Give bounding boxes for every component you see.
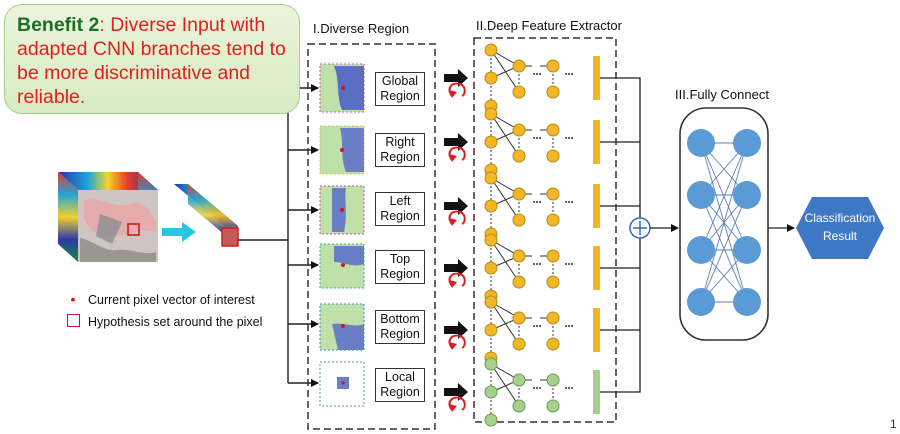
branch-arrow-global xyxy=(444,69,468,98)
branch-connectors xyxy=(238,84,319,387)
region-thumb-bottom xyxy=(319,303,365,351)
sum-node-icon xyxy=(629,217,651,239)
callout-title: Benefit 2 xyxy=(17,14,100,36)
legend-hypothesis-text: Hypothesis set around the pixel xyxy=(88,315,263,329)
feature-branch-top xyxy=(484,233,600,303)
feature-extractor-columns xyxy=(484,43,600,427)
branch-input-arrows xyxy=(444,69,468,412)
fc-node xyxy=(733,181,761,209)
feature-branch-global xyxy=(484,43,600,113)
merge-connectors xyxy=(600,77,641,393)
feature-extractor-box xyxy=(473,37,617,423)
pixel-vector-bar xyxy=(174,184,239,247)
cyan-arrow-icon xyxy=(162,222,196,242)
section-label-diverse-region: I.Diverse Region xyxy=(313,21,409,36)
section-label-fully-connect: III.Fully Connect xyxy=(675,87,769,102)
legend-pixel-text: Current pixel vector of interest xyxy=(88,293,255,307)
feature-branch-bottom xyxy=(484,295,600,365)
legend-hypothesis: Hypothesis set around the pixel xyxy=(62,314,262,329)
red-dot-icon: • xyxy=(70,291,76,307)
region-thumb-top xyxy=(319,243,365,289)
region-thumb-global xyxy=(319,63,365,113)
fc-node xyxy=(733,129,761,157)
fc-node xyxy=(687,129,715,157)
fc-node xyxy=(733,236,761,264)
callout-lead: Diverse Input with xyxy=(104,14,266,36)
hyperspectral-cube xyxy=(58,172,158,262)
output-label-line1: Classification xyxy=(805,211,876,225)
feature-branch-local xyxy=(484,357,600,427)
feature-vector-bar xyxy=(593,370,600,414)
diverse-region-box xyxy=(307,43,436,430)
output-label-line2: Result xyxy=(823,229,858,243)
feature-branch-right xyxy=(484,107,600,177)
callout-colon: : xyxy=(99,14,105,36)
legend-pixel: • Current pixel vector of interest xyxy=(62,291,255,307)
region-thumb-left xyxy=(319,185,365,235)
page-number: 1 xyxy=(890,417,897,431)
feature-vector-bar xyxy=(593,246,600,290)
branch-arrow-local xyxy=(444,383,468,412)
region-thumbnails xyxy=(319,63,365,407)
feature-vector-bar xyxy=(593,56,600,100)
classification-result-shape xyxy=(796,197,884,259)
feature-vector-bar xyxy=(593,184,600,228)
fully-connect-network xyxy=(687,129,761,316)
branch-arrow-left xyxy=(444,197,468,226)
red-square-icon xyxy=(62,314,84,329)
feature-vector-bar xyxy=(593,308,600,352)
section-label-deep-feature: II.Deep Feature Extractor xyxy=(476,18,623,33)
branch-arrow-bottom xyxy=(444,321,468,350)
feature-branch-left xyxy=(484,171,600,241)
branch-arrow-top xyxy=(444,259,468,288)
fc-node xyxy=(733,288,761,316)
branch-arrow-right xyxy=(444,133,468,162)
fc-node xyxy=(687,236,715,264)
callout-body: adapted CNN branches tend to be more dis… xyxy=(17,38,286,108)
fc-node xyxy=(687,288,715,316)
fc-node xyxy=(687,181,715,209)
region-thumb-right xyxy=(319,125,365,175)
feature-vector-bar xyxy=(593,120,600,164)
region-thumb-local xyxy=(319,361,365,407)
benefit-callout: Benefit 2: Diverse Input with adapted CN… xyxy=(4,4,300,114)
